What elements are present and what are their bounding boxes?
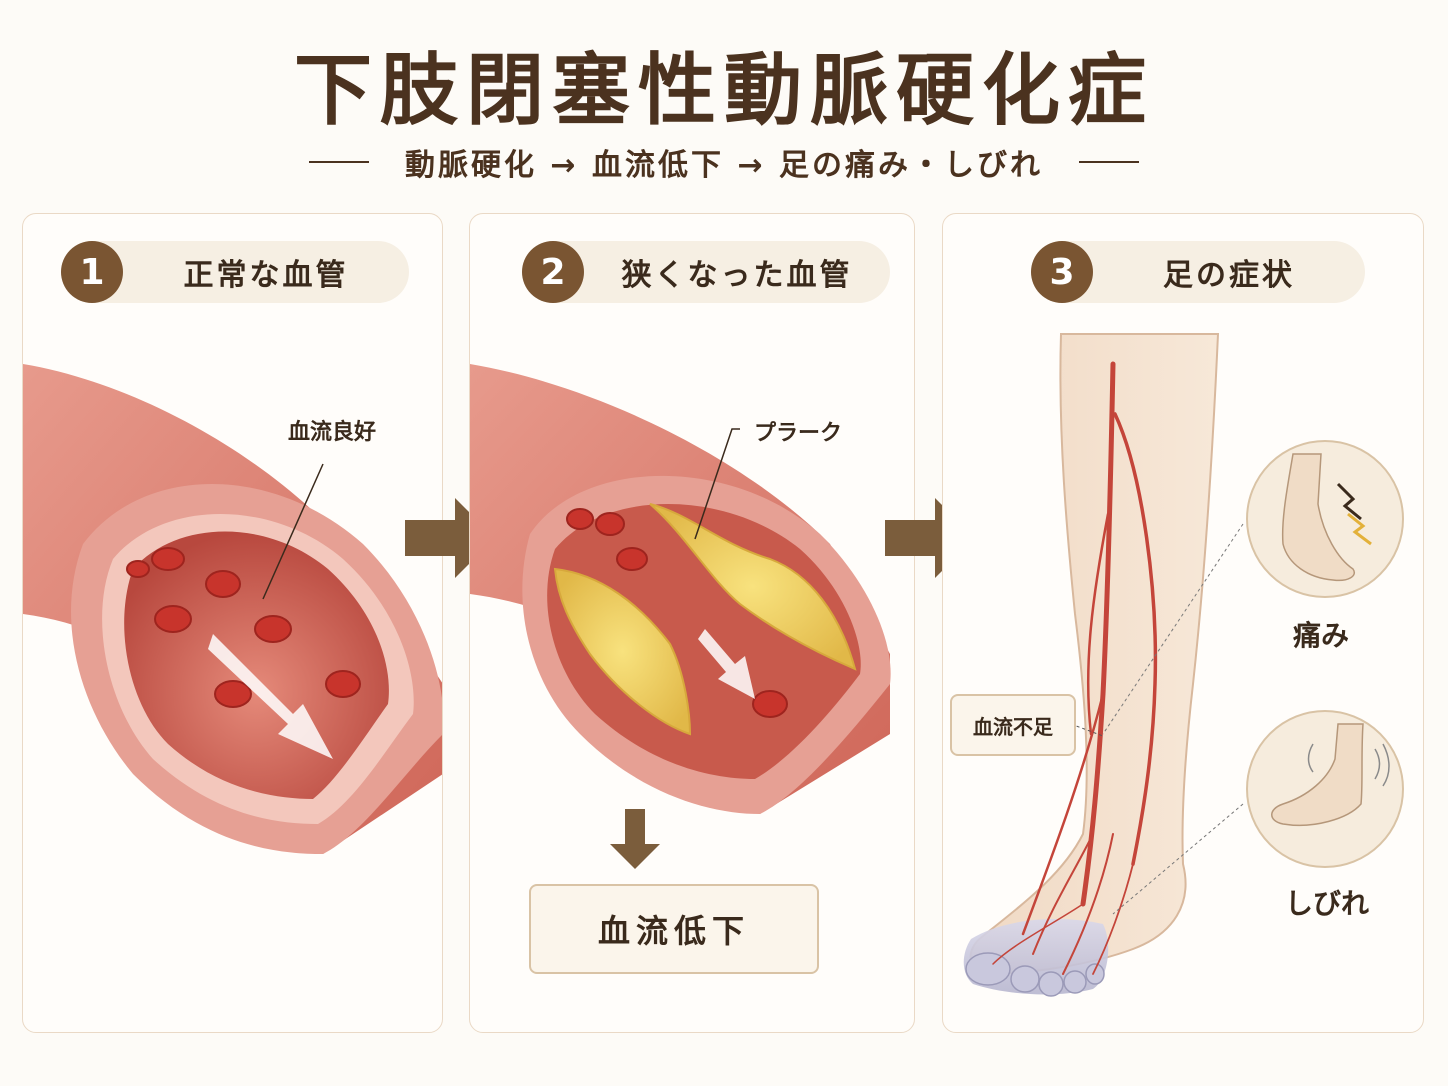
panel-1-header: 1 正常な血管 — [61, 241, 409, 303]
subtitle: 動脈硬化 → 血流低下 → 足の痛み・しびれ — [404, 148, 1044, 183]
panel-leg-symptoms: 3 足の症状 — [942, 213, 1424, 1033]
callout-plaque: プラーク — [754, 421, 843, 446]
reduced-flow-box: 血流低下 — [529, 884, 819, 974]
label-pain: 痛み — [1293, 619, 1350, 652]
step-number-2: 2 — [522, 241, 584, 303]
step-number-1: 1 — [61, 241, 123, 303]
subtitle-rule-right — [1079, 161, 1140, 163]
page-title: 下肢閉塞性動脈硬化症 — [293, 46, 1154, 136]
panel-3-header: 3 足の症状 — [1031, 241, 1365, 303]
label-numbness: しびれ — [1285, 887, 1370, 920]
step-number-3: 3 — [1031, 241, 1093, 303]
subtitle-row: 動脈硬化 → 血流低下 → 足の痛み・しびれ — [0, 140, 1448, 184]
leg-illustration — [963, 333, 1404, 997]
callout-good-flow: 血流良好 — [288, 420, 377, 445]
subtitle-rule-left — [308, 161, 369, 163]
panel-2-label: 狭くなった血管 — [621, 258, 853, 293]
narrowed-vessel-illustration — [470, 364, 891, 869]
panel-1-label: 正常な血管 — [183, 258, 349, 293]
panel-narrowed-vessel: 2 狭くなった血管 プラー — [469, 213, 915, 1033]
insufficient-flow-box: 血流不足 — [950, 694, 1076, 756]
panel-3-label: 足の症状 — [1163, 258, 1295, 293]
normal-vessel-illustration — [23, 364, 442, 854]
panel-normal-vessel: 1 正常な血管 — [22, 213, 443, 1033]
panel-2-header: 2 狭くなった血管 — [522, 241, 890, 303]
